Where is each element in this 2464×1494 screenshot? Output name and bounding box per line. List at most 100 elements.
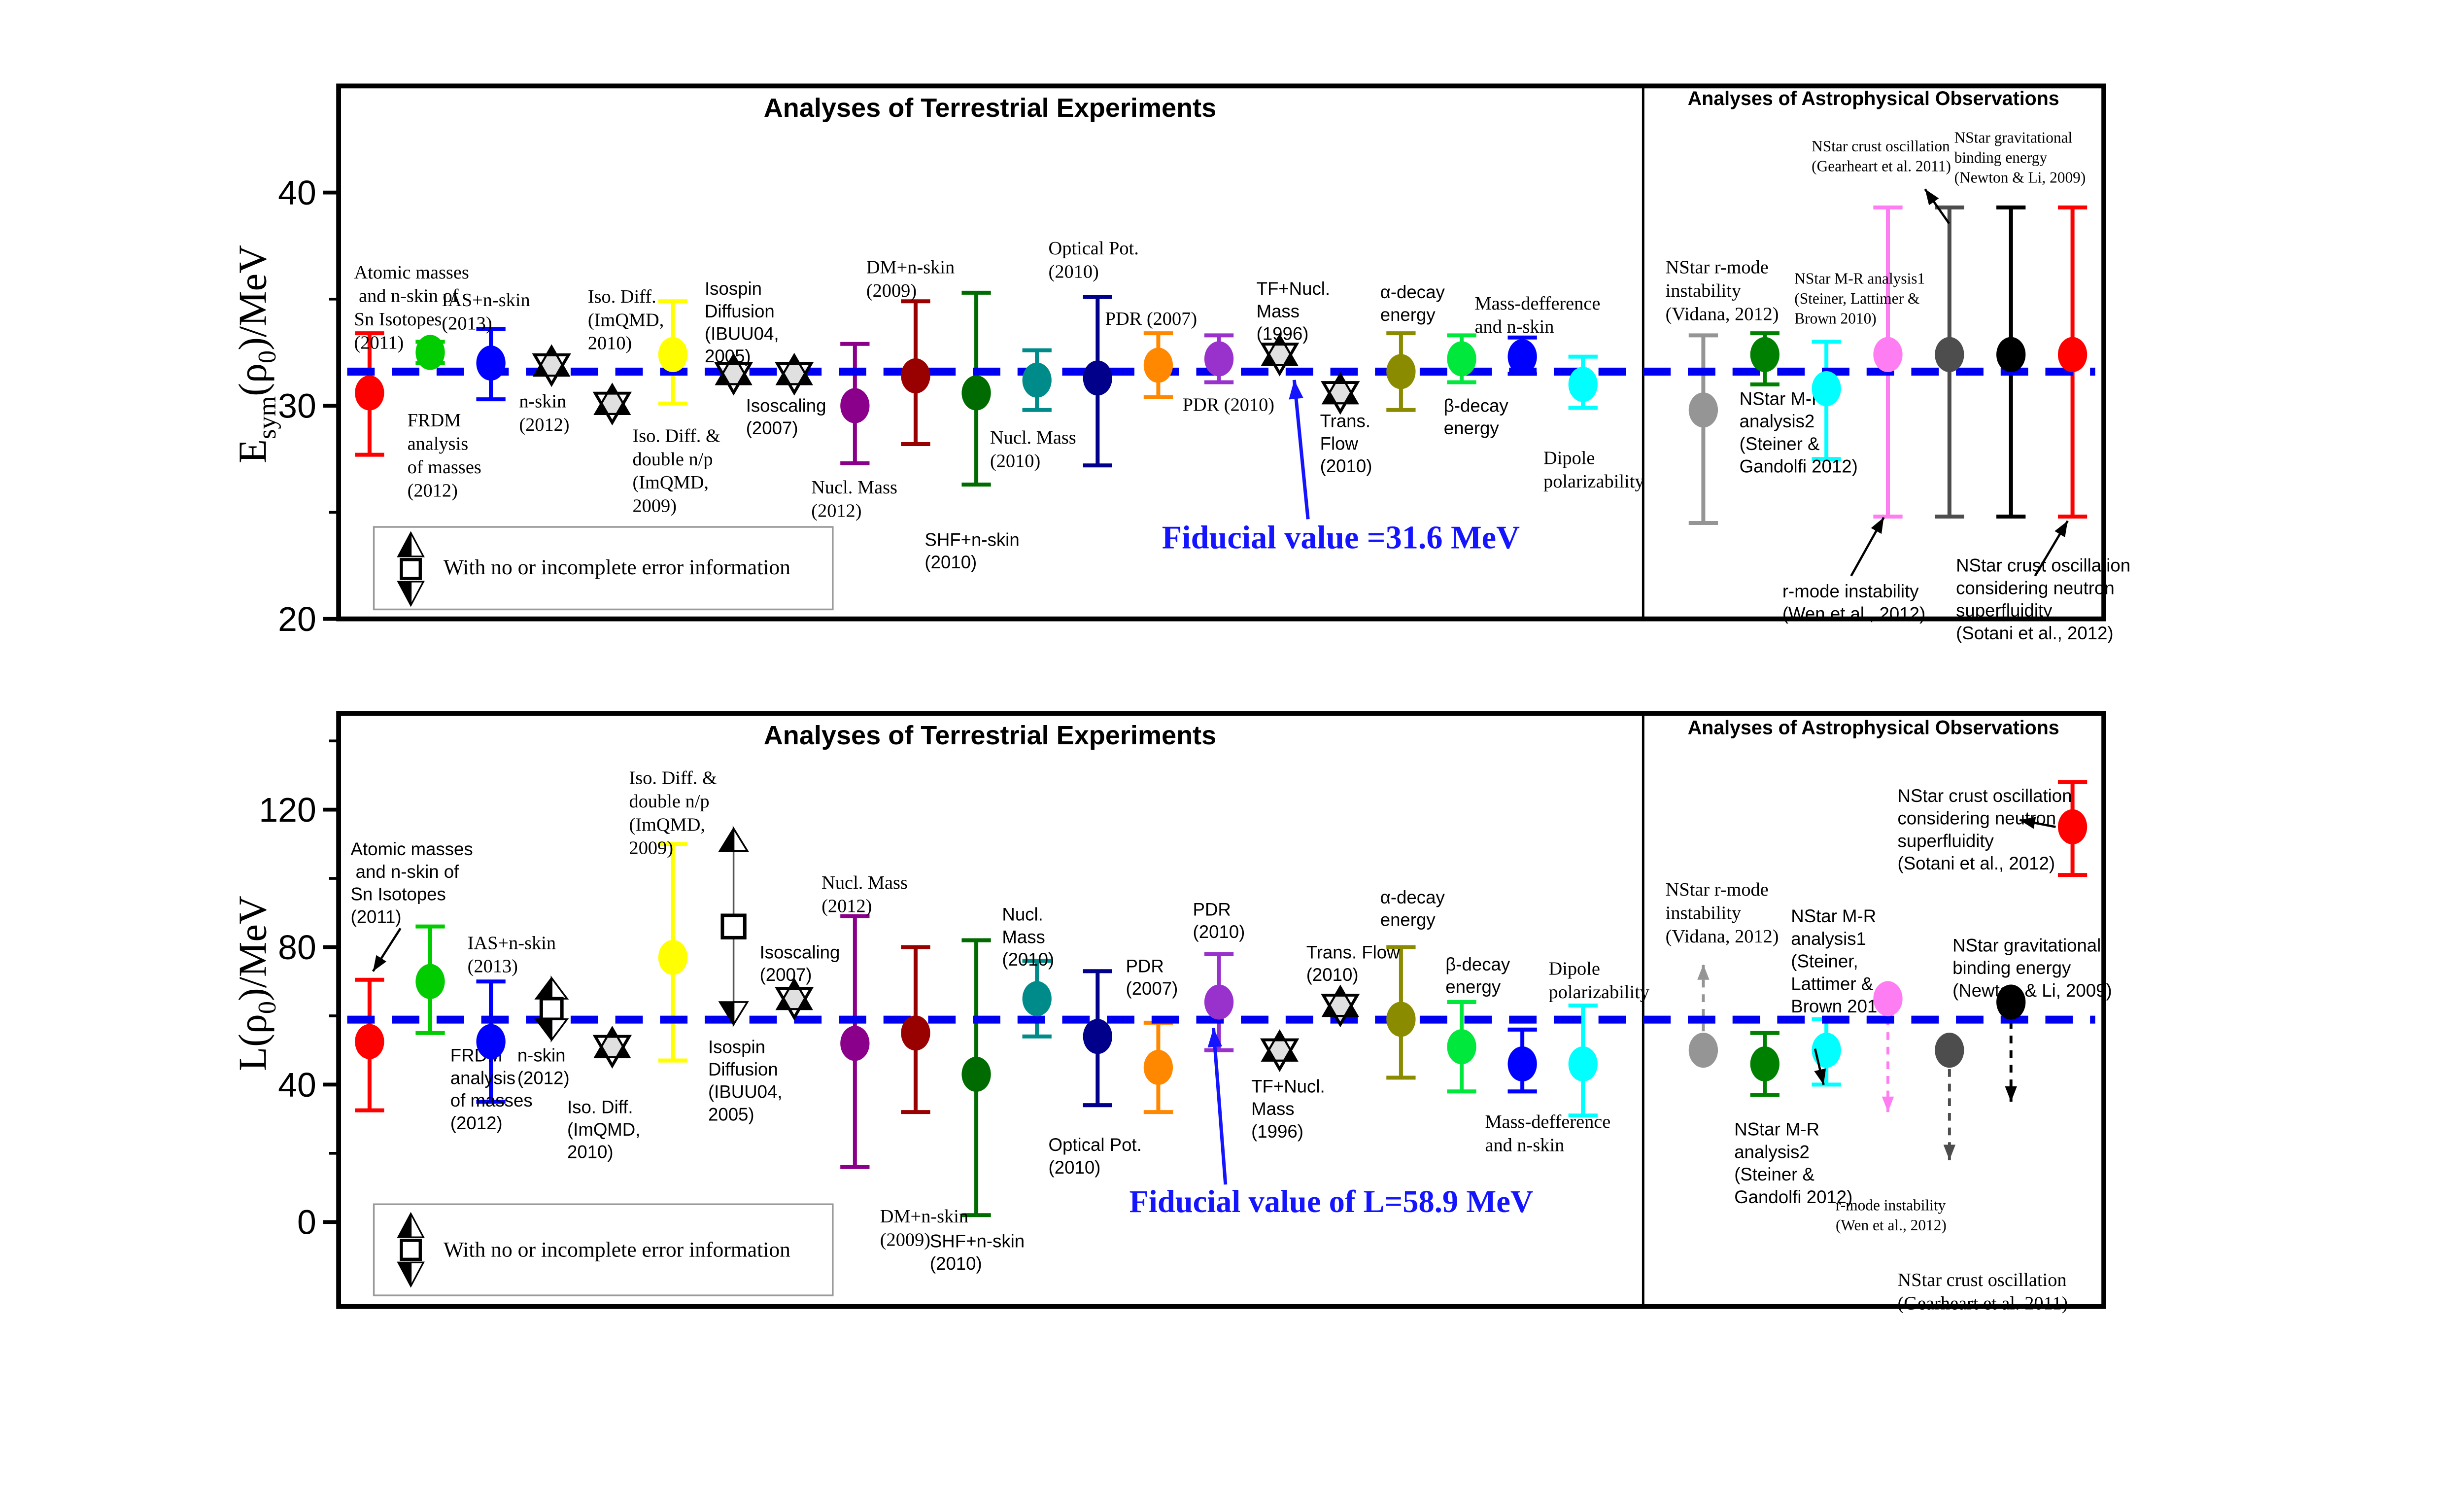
updown-limit-marker-icon [550, 975, 569, 1000]
data-point [1873, 337, 1903, 372]
data-point [415, 964, 445, 999]
point-label: IAS+n-skin(2013) [468, 933, 556, 976]
data-point [1996, 337, 2026, 372]
top-terrestrial-title: Analyses of Terrestrial Experiments [763, 94, 1217, 124]
fiducial-arrow [1211, 1028, 1228, 1185]
arrowhead-icon [2019, 817, 2036, 829]
data-point [1568, 367, 1598, 402]
data-point [961, 1056, 991, 1092]
data-point [1083, 360, 1112, 396]
point-label: n-skin(2012) [517, 1045, 570, 1088]
data-point [1143, 1049, 1173, 1085]
data-point [658, 337, 688, 372]
data-point [1143, 347, 1173, 383]
data-point [476, 346, 506, 381]
data-point [961, 375, 991, 411]
data-point [1688, 1033, 1718, 1068]
star-marker-icon [775, 977, 813, 1010]
star-marker-icon [715, 352, 753, 385]
point-label: Nucl. Mass(2012) [811, 477, 897, 521]
arrowhead-icon [1814, 1068, 1826, 1085]
arrowhead-icon [1943, 1145, 1956, 1160]
data-point [1386, 1002, 1416, 1037]
arrowhead-icon [1289, 380, 1303, 400]
top-legend-box: With no or incomplete error information [373, 526, 834, 611]
point-label: Optical Pot.(2010) [1049, 1135, 1142, 1178]
point-label: Nucl. Mass(2010) [990, 427, 1076, 471]
star-marker-icon [1321, 372, 1359, 405]
data-point [1507, 339, 1537, 375]
top-legend-text: With no or incomplete error information [443, 555, 790, 580]
point-label: Iso. Diff.(ImQMD,2010) [588, 286, 664, 354]
updown-limit-marker-icon [550, 1018, 569, 1043]
data-point [1750, 337, 1780, 372]
point-label: Optical Pot.(2010) [1049, 238, 1139, 282]
y-tick-label: 0 [297, 1203, 316, 1242]
point-label: PDR(2010) [1193, 899, 1245, 942]
y-label-sub: 0 [255, 1001, 283, 1014]
point-label: Iso. Diff.(ImQMD,2010) [567, 1097, 640, 1162]
top-fiducial-text: Fiducial value =31.6 MeV [1162, 521, 1520, 557]
bottom-y-axis-label: L(ρ0)/MeV [232, 896, 284, 1071]
y-tick-label: 80 [278, 928, 316, 967]
data-point [840, 1026, 870, 1061]
data-point [415, 335, 445, 370]
point-label: PDR (2010) [1183, 395, 1274, 416]
bottom-fiducial-text: Fiducial value of L=58.9 MeV [1129, 1186, 1534, 1221]
y-tick-label: 40 [278, 1066, 316, 1104]
point-label: Trans.Flow(2010) [1320, 411, 1372, 476]
data-point [355, 375, 384, 411]
point-label: Isoscaling(2007) [760, 942, 840, 985]
data-point [901, 358, 930, 394]
data-point [1935, 337, 1964, 372]
point-label: r-mode instability(Wen et al., 2012) [1782, 581, 1925, 624]
arrowhead-icon [1871, 517, 1884, 534]
star-marker-icon [533, 344, 571, 377]
data-point [840, 388, 870, 423]
data-point [1750, 1046, 1780, 1082]
arrowhead-icon [1925, 189, 1939, 206]
data-point [1812, 1033, 1841, 1068]
point-label: PDR (2007) [1105, 309, 1197, 329]
data-point [1688, 392, 1718, 428]
point-label: TF+Nucl.Mass(1996) [1251, 1076, 1325, 1141]
point-label: NStar M-R analysis1(Steiner, Lattimer &B… [1794, 270, 1925, 327]
star-marker-icon [1321, 984, 1359, 1017]
arrowhead-icon [1882, 1096, 1894, 1112]
data-point [658, 939, 688, 975]
incomplete-error-legend-icon [397, 530, 425, 606]
top-astro-title: Analyses of Astrophysical Observations [1687, 89, 2059, 110]
star-marker-icon [593, 1026, 631, 1058]
point-label: NStar crust oscillation(Gearheart et al.… [1898, 1270, 2068, 1314]
arrowhead-icon [1207, 1028, 1223, 1048]
point-label: DM+n-skin(2009) [880, 1206, 968, 1250]
panel-frame [336, 711, 2106, 1309]
y-tick-label: 30 [278, 387, 316, 425]
data-point [1812, 371, 1841, 407]
y-label-sub: sym [255, 396, 283, 439]
point-label: SHF+n-skin(2010) [924, 529, 1019, 572]
point-label: Iso. Diff. &double n/p(ImQMD,2009) [629, 767, 717, 858]
upper-limit-triangle-icon [732, 825, 749, 852]
data-point [1204, 984, 1234, 1020]
data-point [1447, 341, 1476, 377]
data-point [1568, 1046, 1598, 1082]
point-label: Isoscaling(2007) [746, 395, 826, 438]
point-label: Nucl.Mass(2010) [1002, 904, 1054, 970]
data-point [1935, 1033, 1964, 1068]
data-point [1386, 354, 1416, 389]
